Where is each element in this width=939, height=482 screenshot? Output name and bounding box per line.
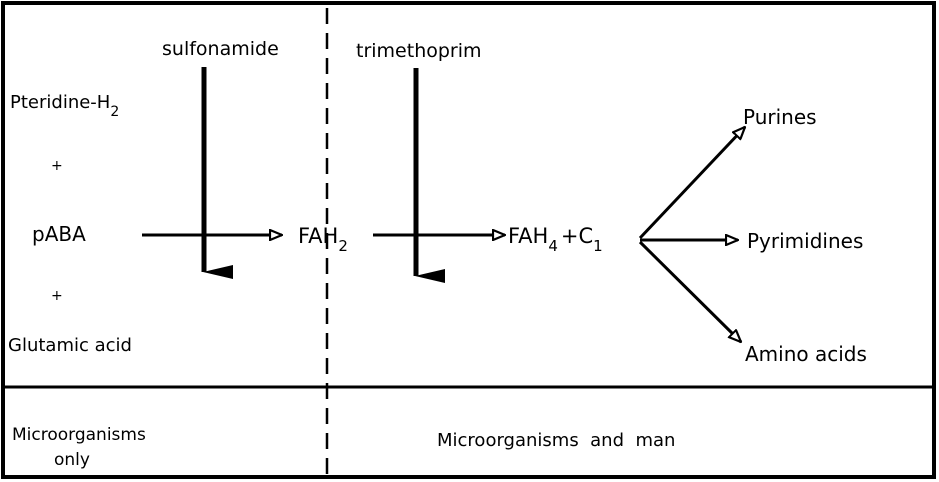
fah4-text: FAH (508, 224, 548, 248)
fah2-subscript: 2 (338, 237, 348, 255)
fah2-text: FAH (298, 224, 338, 248)
arrow-to-purines (638, 127, 745, 240)
fah2-label: FAH2 (298, 224, 348, 255)
paba-label: pABA (32, 222, 86, 246)
footer-right-label: Microorganisms and man (437, 430, 675, 451)
fah4-subscript: 4 (548, 237, 558, 255)
glutamic-acid-label: Glutamic acid (8, 335, 132, 356)
pyrimidines-label: Pyrimidines (747, 229, 863, 253)
pteridine-text: Pteridine-H (10, 92, 110, 113)
pteridine-subscript: 2 (110, 104, 119, 120)
plus-c-text: +C (561, 224, 593, 248)
footer-left-line2: only (54, 450, 90, 470)
plus-sign-2: + (51, 288, 63, 304)
purines-label: Purines (743, 105, 817, 129)
footer-left-line1: Microorganisms (12, 425, 146, 445)
sulfonamide-label: sulfonamide (162, 38, 279, 60)
trimethoprim-label: trimethoprim (356, 40, 482, 62)
arrow-to-amino-acids (638, 240, 741, 342)
pteridine-label: Pteridine-H2 (10, 92, 119, 120)
plus-sign-1: + (51, 158, 63, 174)
amino-acids-label: Amino acids (745, 342, 867, 366)
c1-subscript: 1 (593, 237, 603, 255)
fah4-c1-label: FAH4+C1 (508, 224, 603, 255)
